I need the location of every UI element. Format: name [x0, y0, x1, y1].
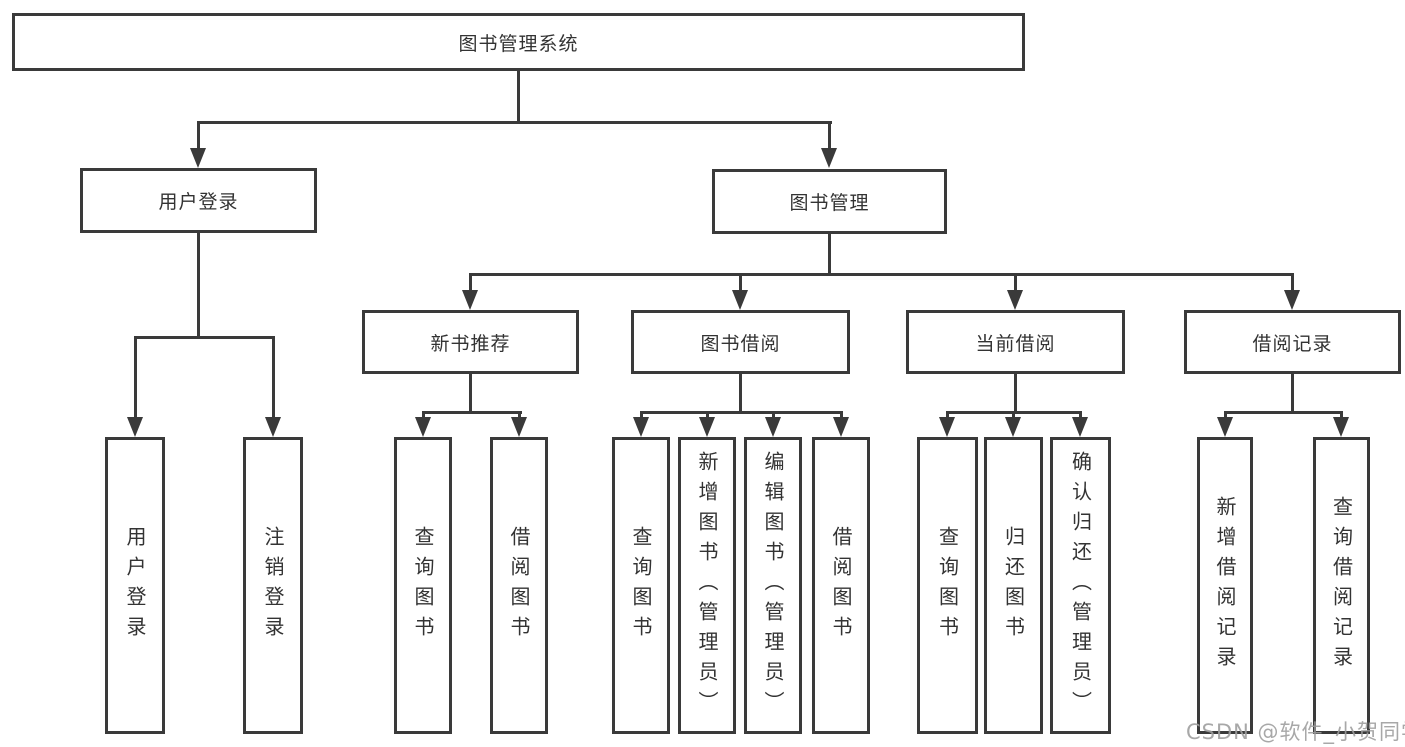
node-root-label: 图书管理系统	[458, 32, 579, 55]
leaf-label: 用户登录	[123, 525, 147, 646]
connector-stem	[1291, 374, 1294, 413]
leaf-add-borrow-record: 新增借阅记录	[1197, 437, 1253, 734]
arrow-down-icon	[1333, 417, 1349, 437]
connector-user-login-stem	[197, 232, 200, 339]
connector-drop	[828, 121, 831, 150]
node-book-borrow-label: 图书借阅	[700, 332, 781, 355]
connector-drop	[946, 411, 949, 420]
arrow-down-icon	[1284, 290, 1300, 310]
arrow-down-icon	[833, 417, 849, 437]
node-current-borrow-label: 当前借阅	[975, 332, 1056, 355]
connector-drop	[1224, 411, 1227, 420]
node-borrow-records: 借阅记录	[1184, 310, 1401, 374]
connector-drop	[1291, 273, 1294, 292]
node-book-borrow: 图书借阅	[631, 310, 850, 374]
node-book-management-label: 图书管理	[789, 192, 870, 214]
connector-drop	[1079, 411, 1082, 420]
arrow-down-icon	[127, 417, 143, 437]
leaf-user-login: 用户登录	[105, 437, 165, 734]
arrow-down-icon	[1007, 290, 1023, 310]
arrow-down-icon	[511, 417, 527, 437]
connector-book-management-stem	[828, 233, 831, 276]
leaf-label: 查询图书	[411, 525, 435, 646]
leaf-label: 确认归还（管理员）	[1068, 450, 1093, 721]
node-new-book-recommend: 新书推荐	[362, 310, 579, 374]
connector-drop	[840, 411, 843, 420]
leaf-label: 查询借阅记录	[1329, 495, 1354, 676]
leaf-label: 新增图书（管理员）	[695, 450, 719, 721]
connector-root-stem	[517, 70, 520, 123]
connector-drop	[640, 411, 643, 420]
connector-drop	[772, 411, 775, 420]
leaf-borrow-books-recommend: 借阅图书	[490, 437, 548, 734]
arrow-down-icon	[732, 290, 748, 310]
connector-drop	[739, 273, 742, 292]
connector-drop	[1012, 411, 1015, 420]
arrow-down-icon	[765, 417, 781, 437]
connector-drop	[518, 411, 521, 420]
leaf-query-borrow-record: 查询借阅记录	[1313, 437, 1370, 734]
connector-stem	[469, 374, 472, 413]
node-current-borrow: 当前借阅	[906, 310, 1125, 374]
node-book-management: 图书管理	[712, 169, 947, 234]
leaf-query-books-borrow: 查询图书	[612, 437, 670, 734]
arrow-down-icon	[462, 290, 478, 310]
arrow-down-icon	[190, 148, 206, 168]
leaf-label: 查询图书	[629, 525, 653, 646]
leaf-confirm-return-admin: 确认归还（管理员）	[1050, 437, 1111, 734]
leaf-label: 新增借阅记录	[1213, 495, 1237, 676]
arrow-down-icon	[265, 417, 281, 437]
leaf-logout: 注销登录	[243, 437, 303, 734]
arrow-down-icon	[1217, 417, 1233, 437]
node-user-login-label: 用户登录	[158, 191, 239, 213]
connector-group-rail	[1224, 411, 1343, 414]
connector-drop	[1340, 411, 1343, 420]
leaf-add-book-admin: 新增图书（管理员）	[678, 437, 736, 734]
connector-user-login-rail	[134, 336, 275, 339]
connector-drop	[197, 121, 200, 150]
leaf-label: 归还图书	[1001, 525, 1026, 646]
leaf-return-book: 归还图书	[984, 437, 1043, 734]
arrow-down-icon	[633, 417, 649, 437]
csdn-watermark: CSDN @软件_小贺同学	[1186, 720, 1405, 744]
leaf-label: 编辑图书（管理员）	[761, 450, 785, 721]
connector-drop	[469, 273, 472, 292]
leaf-borrow-books: 借阅图书	[812, 437, 870, 734]
leaf-edit-book-admin: 编辑图书（管理员）	[744, 437, 802, 734]
connector-group-rail	[422, 411, 522, 414]
connector-drop	[134, 336, 137, 419]
connector-drop	[422, 411, 425, 420]
arrow-down-icon	[699, 417, 715, 437]
connector-drop	[1014, 273, 1017, 292]
arrow-down-icon	[821, 148, 837, 168]
leaf-label: 查询图书	[935, 525, 960, 646]
connector-level2-rail	[197, 121, 832, 124]
leaf-label: 注销登录	[261, 525, 285, 646]
node-root: 图书管理系统	[12, 13, 1025, 71]
leaf-query-books-current: 查询图书	[917, 437, 978, 734]
arrow-down-icon	[415, 417, 431, 437]
connector-stem	[739, 374, 742, 413]
leaf-label: 借阅图书	[507, 525, 531, 646]
arrow-down-icon	[939, 417, 955, 437]
leaf-label: 借阅图书	[829, 525, 853, 646]
connector-group-rail	[640, 411, 843, 414]
arrow-down-icon	[1072, 417, 1088, 437]
node-new-book-recommend-label: 新书推荐	[430, 332, 511, 355]
connector-drop	[706, 411, 709, 420]
connector-drop	[272, 336, 275, 419]
connector-stem	[1014, 374, 1017, 413]
node-user-login: 用户登录	[80, 168, 317, 233]
node-borrow-records-label: 借阅记录	[1252, 332, 1333, 355]
leaf-query-books-recommend: 查询图书	[394, 437, 452, 734]
arrow-down-icon	[1005, 417, 1021, 437]
connector-level3-rail	[469, 273, 1294, 276]
